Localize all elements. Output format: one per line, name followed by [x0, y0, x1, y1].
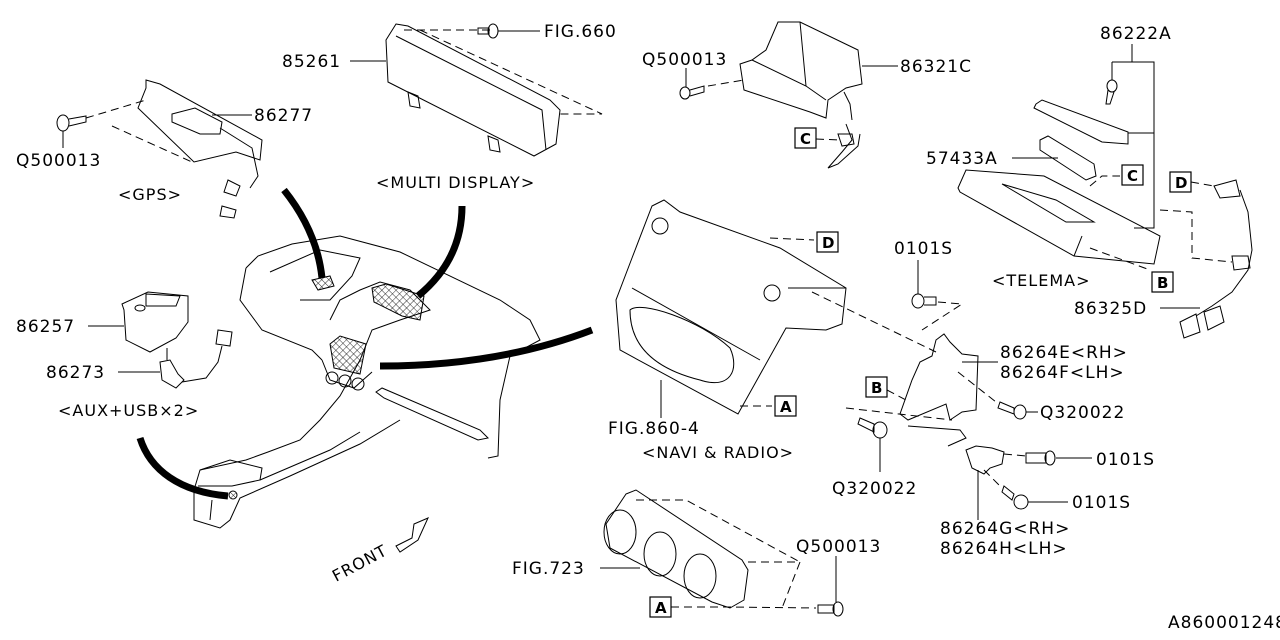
navi-radio-group: D A FIG.860-4 <NAVI & RADIO>: [608, 199, 937, 462]
part-label-q500013-telema: Q500013: [642, 50, 727, 70]
telema-module[interactable]: [957, 169, 1161, 265]
callout-d-2: D: [822, 234, 834, 252]
front-arrow-icon: [395, 517, 429, 553]
part-label-0101s-mid: 0101S: [1096, 450, 1155, 470]
callout-box-b[interactable]: [1151, 271, 1174, 293]
part-label-85261: 85261: [282, 52, 341, 72]
part-label-57433a: 57433A: [926, 149, 998, 169]
gps-group: 86277 Q500013 <GPS>: [16, 79, 313, 219]
aux-usb-group: 86257 86273 <AUX+USB×2>: [16, 291, 233, 420]
part-label-86264g: 86264G<RH>: [940, 519, 1070, 539]
aux-usb-socket-86257[interactable]: [121, 291, 189, 353]
gps-bracket[interactable]: [137, 79, 263, 163]
screw-0101s-low[interactable]: [1001, 485, 1029, 510]
part-label-86273: 86273: [46, 363, 105, 383]
callout-box-d-2[interactable]: [816, 231, 839, 253]
screw-q320022-right[interactable]: [997, 401, 1027, 420]
climate-panel-fig723[interactable]: [605, 489, 749, 609]
navi-location-marker: [329, 335, 367, 375]
ref-label-fig860-4: FIG.860-4: [608, 419, 700, 439]
telema-unit-86321c[interactable]: [739, 21, 863, 119]
screw-q320022-left[interactable]: [857, 417, 888, 439]
part-label-86321c: 86321C: [900, 57, 972, 77]
part-label-q320022-right: Q320022: [1040, 403, 1125, 423]
group-caption-navi-radio: <NAVI & RADIO>: [642, 443, 794, 462]
cover-86222a[interactable]: [1033, 99, 1129, 145]
part-label-86264h: 86264H<LH>: [940, 539, 1068, 559]
multi-display-location-marker: [371, 283, 425, 321]
ref-label-fig723: FIG.723: [512, 559, 585, 579]
gps-location-marker: [311, 275, 335, 291]
part-label-86277: 86277: [254, 106, 313, 126]
part-label-0101s-top: 0101S: [894, 239, 953, 259]
screw-q500013-telema[interactable]: [679, 85, 705, 100]
diagram-id: A860001248: [1168, 613, 1280, 633]
screw-0101s-mid[interactable]: [1025, 450, 1056, 466]
climate-control-group: FIG.723 A Q500013: [512, 489, 881, 618]
part-label-86264e: 86264E<RH>: [1000, 343, 1128, 363]
multi-display-85261[interactable]: [385, 23, 561, 157]
front-direction-indicator: FRONT: [329, 517, 429, 586]
part-label-86222a: 86222A: [1100, 24, 1172, 44]
part-label-q320022-left: Q320022: [832, 479, 917, 499]
bracket-86264g-h[interactable]: [965, 445, 1005, 475]
telema-group: 86222A 57433A C B <TELEMA> D 86325D: [926, 24, 1253, 339]
part-label-0101s-low: 0101S: [1072, 493, 1131, 513]
callout-box-c[interactable]: [794, 127, 817, 149]
screw-q500013-gps[interactable]: [56, 114, 87, 132]
part-label-q500013-gps: Q500013: [16, 151, 101, 171]
callout-d-1: D: [1175, 174, 1187, 192]
screw-q500013-climate[interactable]: [817, 601, 844, 617]
callout-a-2: A: [655, 599, 667, 617]
part-label-86257: 86257: [16, 317, 75, 337]
pad-57433a[interactable]: [1039, 135, 1097, 181]
ref-label-fig660: FIG.660: [544, 22, 617, 42]
group-caption-multi-display: <MULTI DISPLAY>: [376, 173, 535, 192]
harness-86325d[interactable]: [1179, 179, 1253, 339]
group-caption-telema: <TELEMA>: [992, 271, 1090, 290]
aux-location-marker: [228, 490, 238, 500]
screw-86222a[interactable]: [1105, 79, 1118, 105]
callout-a-1: A: [780, 398, 792, 416]
part-label-86264f: 86264F<LH>: [1000, 363, 1125, 383]
screw-0101s-top[interactable]: [911, 293, 937, 309]
group-caption-gps: <GPS>: [118, 185, 182, 204]
group-caption-aux-usb: <AUX+USB×2>: [58, 401, 199, 420]
callout-b-1: B: [1157, 274, 1168, 292]
telema-unit-group: Q500013 86321C C: [642, 21, 972, 169]
dashboard-overview: [136, 187, 594, 529]
part-label-86325d: 86325D: [1074, 299, 1147, 319]
multi-display-group: 85261 FIG.660 <MULTI DISPLAY>: [282, 22, 617, 192]
bracket-86264e-f[interactable]: [899, 333, 979, 421]
callout-box-b-2[interactable]: [865, 376, 888, 398]
usb-cable-86273[interactable]: [159, 329, 233, 389]
front-label: FRONT: [329, 541, 391, 586]
callout-box-c-2[interactable]: [1121, 164, 1144, 186]
callout-c-1: C: [800, 130, 811, 148]
callout-b-2: B: [871, 379, 882, 397]
navi-radio-unit-fig860-4[interactable]: [615, 199, 847, 415]
callout-box-a[interactable]: [774, 395, 797, 417]
screw-fig660[interactable]: [477, 23, 499, 39]
part-label-q500013-climate: Q500013: [796, 537, 881, 557]
callout-c-2: C: [1127, 167, 1138, 185]
bracket-group: 0101S 86264E<RH> 86264F<LH> B Q320022 Q3…: [832, 239, 1155, 559]
gps-antenna-86277[interactable]: [171, 107, 223, 135]
